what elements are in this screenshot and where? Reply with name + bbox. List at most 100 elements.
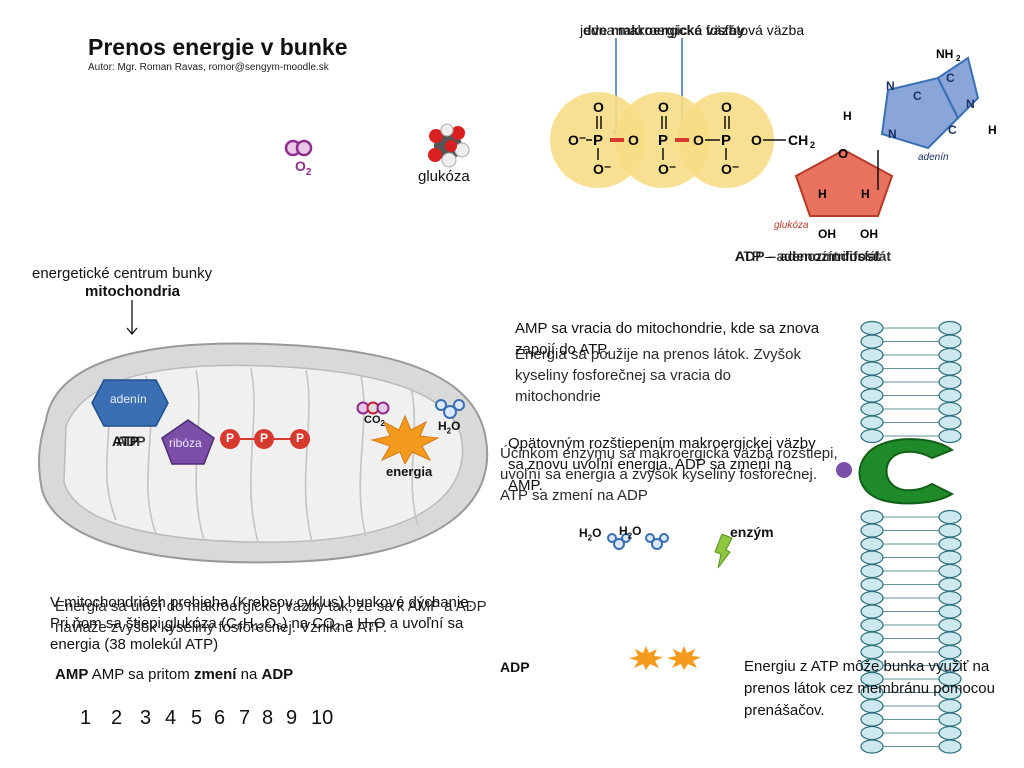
split-again-text: Opätovným rozštiepením makroergickej väz… — [508, 435, 816, 494]
phospholipid-head — [860, 550, 884, 565]
phospholipid-head — [860, 523, 884, 538]
svg-text:N: N — [888, 127, 897, 141]
phospholipid-head — [938, 536, 962, 552]
adp-amp-label: ADP — [500, 659, 530, 675]
phospholipid-head — [860, 401, 884, 417]
phospholipid-head — [860, 604, 884, 619]
page-number-4[interactable]: 4 — [165, 707, 177, 729]
phospholipid-head — [860, 631, 884, 646]
h2o-label: H2O — [438, 419, 461, 436]
h2o-right-icon-a — [607, 533, 631, 550]
phospholipid-head — [938, 563, 962, 579]
phospholipid-head — [938, 577, 962, 592]
energy-burst-icon — [370, 414, 440, 464]
page-number-8[interactable]: 8 — [262, 707, 274, 729]
phospholipid-head — [938, 590, 962, 606]
phospholipid-head — [938, 725, 962, 741]
enzyme-icon — [714, 534, 733, 569]
phospholipid-head — [938, 415, 962, 430]
svg-text:O⁻: O⁻ — [568, 132, 586, 148]
phospholipid-head — [938, 617, 962, 633]
phosphate-3-label: P — [296, 431, 305, 445]
bottom-text-layer3: AMP AMP sa pritom zmení na ADP — [55, 666, 294, 683]
svg-text:NH: NH — [936, 47, 953, 61]
page-title: Prenos energie v bunke — [88, 34, 348, 60]
phospholipid-head — [860, 725, 884, 741]
phospholipid-head — [938, 347, 962, 363]
enzyme-split-text: Účinkom enzýmu sa makroergická väzba roz… — [500, 445, 838, 504]
membrane-carrier-icon — [836, 438, 955, 505]
phospholipid-head — [938, 388, 962, 403]
amp-return-text: AMP sa vracia do mitochondrie, kde sa zn… — [515, 320, 820, 358]
svg-text:O: O — [721, 99, 732, 115]
phospholipid-head — [860, 361, 884, 376]
riboza-pentagon-icon — [161, 419, 215, 465]
svg-text:O: O — [593, 99, 604, 115]
o2-label: O2 — [295, 158, 312, 178]
phospholipid-head — [938, 739, 962, 754]
co2-molecule-icon — [356, 401, 390, 415]
svg-text:P: P — [658, 132, 668, 149]
energy-bursts-icon — [629, 646, 701, 670]
atp-top-label-a: jedna makroergická fosfátová väzba — [580, 22, 805, 38]
phospholipid-head — [938, 523, 962, 538]
phospholipid-head — [938, 509, 962, 525]
svg-text:OH: OH — [818, 227, 836, 241]
phospholipid-head — [860, 334, 884, 349]
page-number-1[interactable]: 1 — [80, 707, 92, 729]
phospholipid-head — [860, 415, 884, 430]
glucose-molecule-icon — [428, 123, 470, 168]
svg-text:O: O — [751, 132, 762, 148]
h2o-right-label-b: H2O — [619, 524, 642, 541]
mito-atp-label: ATP — [112, 433, 139, 449]
energia-label: energia — [386, 464, 433, 479]
svg-text:H: H — [818, 187, 827, 201]
svg-text:H: H — [988, 123, 997, 137]
phospholipid-head — [860, 617, 884, 633]
atp-structure-diagram: O⁻ P O O⁻ O P O O⁻ O P O O⁻ O CH 2 O H H… — [550, 38, 997, 241]
riboza-label: ribóza — [169, 436, 202, 450]
page-number-2[interactable]: 2 — [111, 707, 123, 729]
page-number-10[interactable]: 10 — [311, 707, 334, 729]
phospholipid-head — [860, 536, 884, 552]
author-line: Autor: Mgr. Roman Ravas, romor@sengym-mo… — [88, 62, 329, 73]
svg-text:O⁻: O⁻ — [721, 161, 739, 177]
svg-text:C: C — [913, 89, 922, 103]
enzym-label: enzým — [730, 524, 774, 540]
svg-text:C: C — [946, 71, 955, 85]
svg-text:N: N — [966, 97, 975, 111]
phospholipid-head — [938, 374, 962, 390]
energy-use-text: Energia sa použije na prenos látok. Zvyš… — [515, 346, 801, 405]
mitochondria-center-label: energetické centrum bunky — [32, 265, 213, 282]
phospholipid-head — [938, 550, 962, 565]
phospholipid-head — [938, 401, 962, 417]
svg-text:2: 2 — [810, 140, 815, 150]
page-number-9[interactable]: 9 — [286, 707, 298, 729]
svg-text:O⁻: O⁻ — [593, 161, 611, 177]
svg-text:O: O — [658, 99, 669, 115]
svg-text:CH: CH — [788, 132, 808, 148]
page-number-7[interactable]: 7 — [239, 707, 251, 729]
mitochondria-name: mitochondria — [85, 283, 181, 300]
page-number-5[interactable]: 5 — [191, 707, 203, 729]
svg-text:glukóza: glukóza — [774, 220, 809, 231]
svg-text:H: H — [843, 109, 852, 123]
phospholipid-head — [860, 739, 884, 754]
svg-text:adenín: adenín — [918, 152, 949, 163]
phospholipid-head — [860, 509, 884, 525]
page-number-6[interactable]: 6 — [214, 707, 226, 729]
adenin-hexagon-icon — [91, 379, 169, 427]
phospholipid-head — [938, 361, 962, 376]
phospholipid-head — [860, 563, 884, 579]
mitochondria-arrow-icon — [126, 300, 138, 336]
atp-bottom-label-b: ADP – adenozíndifosfát — [735, 248, 892, 264]
page-number-3[interactable]: 3 — [140, 707, 152, 729]
h2o-right-label-a: H2O — [579, 526, 602, 543]
mito-adp-label: ADP — [116, 433, 146, 449]
phosphate-2-label: P — [260, 431, 269, 445]
energy-use-note: Energiu z ATP môže bunka využiť na preno… — [744, 658, 995, 719]
glucose-label: glukóza — [418, 168, 470, 185]
oxygen-molecule-icon — [284, 139, 313, 157]
phospholipid-head — [860, 590, 884, 606]
phospholipid-head — [860, 577, 884, 592]
